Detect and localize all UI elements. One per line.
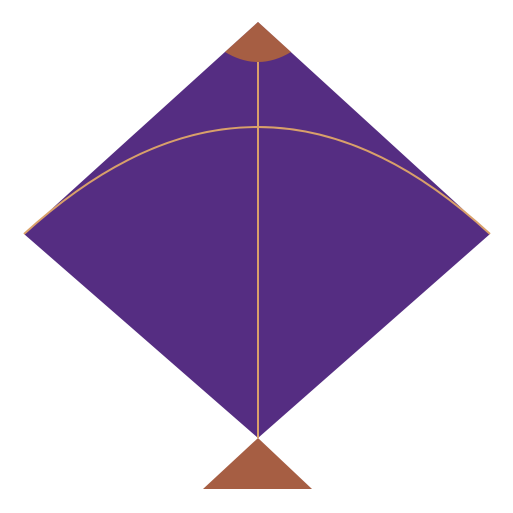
kite-tail [203,438,312,489]
kite-top-cap [225,22,291,62]
